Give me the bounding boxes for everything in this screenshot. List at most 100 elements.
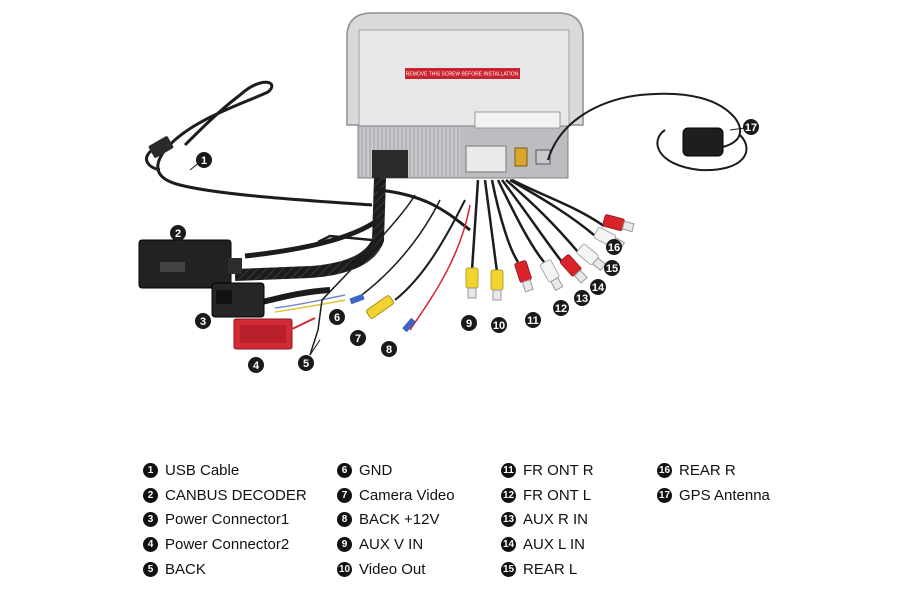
legend-label: GND	[359, 461, 393, 479]
number-badge: 5	[143, 562, 158, 578]
legend-item: 4 Power Connector2	[143, 532, 307, 557]
power-connector-2	[233, 317, 316, 350]
legend-column-4: 16 REAR R 17 GPS Antenna	[657, 458, 770, 508]
number-badge: 15	[501, 562, 516, 578]
callout-11: 11	[525, 312, 541, 328]
legend-label: Power Connector2	[165, 536, 290, 554]
callout-12: 12	[553, 300, 569, 316]
callout-13: 13	[574, 290, 590, 306]
number-badge: 1	[143, 462, 158, 478]
legend-item: 8 BACK +12V	[337, 508, 455, 533]
number-badge: 17	[657, 487, 672, 503]
legend-item: 9 AUX V IN	[337, 532, 455, 557]
svg-text:16: 16	[608, 242, 620, 254]
svg-text:13: 13	[576, 293, 588, 305]
legend-item: 5 BACK	[143, 557, 307, 582]
callout-2: 2	[170, 225, 186, 241]
svg-text:6: 6	[334, 312, 340, 324]
svg-text:11: 11	[527, 315, 539, 327]
callout-5: 5	[298, 355, 314, 371]
camera-video-plug	[365, 199, 466, 319]
canbus-decoder	[138, 239, 242, 289]
svg-text:1: 1	[201, 155, 207, 167]
legend-label: Camera Video	[359, 486, 455, 504]
callout-15: 15	[604, 260, 620, 276]
number-badge: 4	[143, 537, 158, 553]
number-badge: 16	[657, 462, 672, 478]
legend-item: 13 AUX R IN	[501, 508, 594, 533]
svg-text:3: 3	[200, 316, 206, 328]
legend-label: REAR L	[523, 561, 578, 579]
legend-item: 17 GPS Antenna	[657, 483, 770, 508]
number-badge: 14	[501, 537, 516, 553]
legend-item: 2 CANBUS DECODER	[143, 483, 307, 508]
legend-label: BACK +12V	[359, 511, 440, 529]
svg-text:17: 17	[745, 122, 757, 134]
svg-text:15: 15	[606, 263, 618, 275]
legend-label: AUX V IN	[359, 536, 424, 554]
legend-label: REAR R	[679, 461, 736, 479]
rca-fanout	[465, 178, 636, 301]
svg-text:14: 14	[592, 282, 605, 294]
usb-cable	[145, 80, 373, 207]
number-badge: 11	[501, 462, 516, 478]
callout-14: 14	[590, 279, 606, 295]
number-badge: 6	[337, 462, 352, 478]
gps-antenna	[547, 92, 748, 172]
number-badge: 9	[337, 537, 352, 553]
legend-label: AUX R IN	[523, 511, 589, 529]
legend-label: Power Connector1	[165, 511, 290, 529]
svg-text:9: 9	[466, 318, 472, 330]
callout-9: 9	[461, 315, 477, 331]
callout-1: 1	[196, 152, 212, 168]
legend-item: 6 GND	[337, 458, 455, 483]
svg-text:2: 2	[175, 228, 181, 240]
callout-4: 4	[248, 357, 264, 373]
gnd-wire	[354, 199, 441, 301]
svg-text:8: 8	[386, 344, 392, 356]
rca-socket	[465, 145, 507, 173]
svg-text:12: 12	[555, 303, 567, 315]
spec-label	[474, 111, 561, 129]
number-badge: 7	[337, 487, 352, 503]
callout-7: 7	[350, 330, 366, 346]
svg-text:7: 7	[355, 333, 361, 345]
head-unit: REMOVE THIS SCREW BEFORE INSTALLATION	[346, 12, 584, 179]
legend-label: FR ONT R	[523, 461, 594, 479]
warning-sticker	[405, 68, 520, 79]
power-connector-1	[211, 282, 346, 318]
legend-label: AUX L IN	[523, 536, 585, 554]
antenna-socket	[535, 149, 551, 165]
callout-6: 6	[329, 309, 345, 325]
callout-3: 3	[195, 313, 211, 329]
back-wire	[309, 194, 416, 356]
callout-10: 10	[491, 317, 507, 333]
number-badge: 13	[501, 512, 516, 528]
callout-8: 8	[381, 341, 397, 357]
callout-16: 16	[606, 239, 622, 255]
number-badge: 2	[143, 487, 158, 503]
main-socket	[372, 150, 408, 178]
back-12v-wire	[409, 204, 471, 331]
legend-label: FR ONT L	[523, 486, 592, 504]
legend-label: BACK	[165, 561, 206, 579]
usb-plug	[148, 136, 174, 158]
wiring-diagram: REMOVE THIS SCREW BEFORE INSTALLATION	[138, 12, 759, 373]
legend-item: 15 REAR L	[501, 557, 594, 582]
legend-item: 14 AUX L IN	[501, 532, 594, 557]
number-badge: 8	[337, 512, 352, 528]
legend-item: 1 USB Cable	[143, 458, 307, 483]
number-badge: 3	[143, 512, 158, 528]
legend-label: Video Out	[359, 561, 426, 579]
warning-sticker-text: REMOVE THIS SCREW BEFORE INSTALLATION	[406, 72, 519, 78]
legend-label: USB Cable	[165, 461, 240, 479]
legend-item: 11 FR ONT R	[501, 458, 594, 483]
legend-label: GPS Antenna	[679, 486, 770, 504]
svg-text:10: 10	[493, 320, 505, 332]
legend-item: 16 REAR R	[657, 458, 770, 483]
legend-label: CANBUS DECODER	[165, 486, 307, 504]
